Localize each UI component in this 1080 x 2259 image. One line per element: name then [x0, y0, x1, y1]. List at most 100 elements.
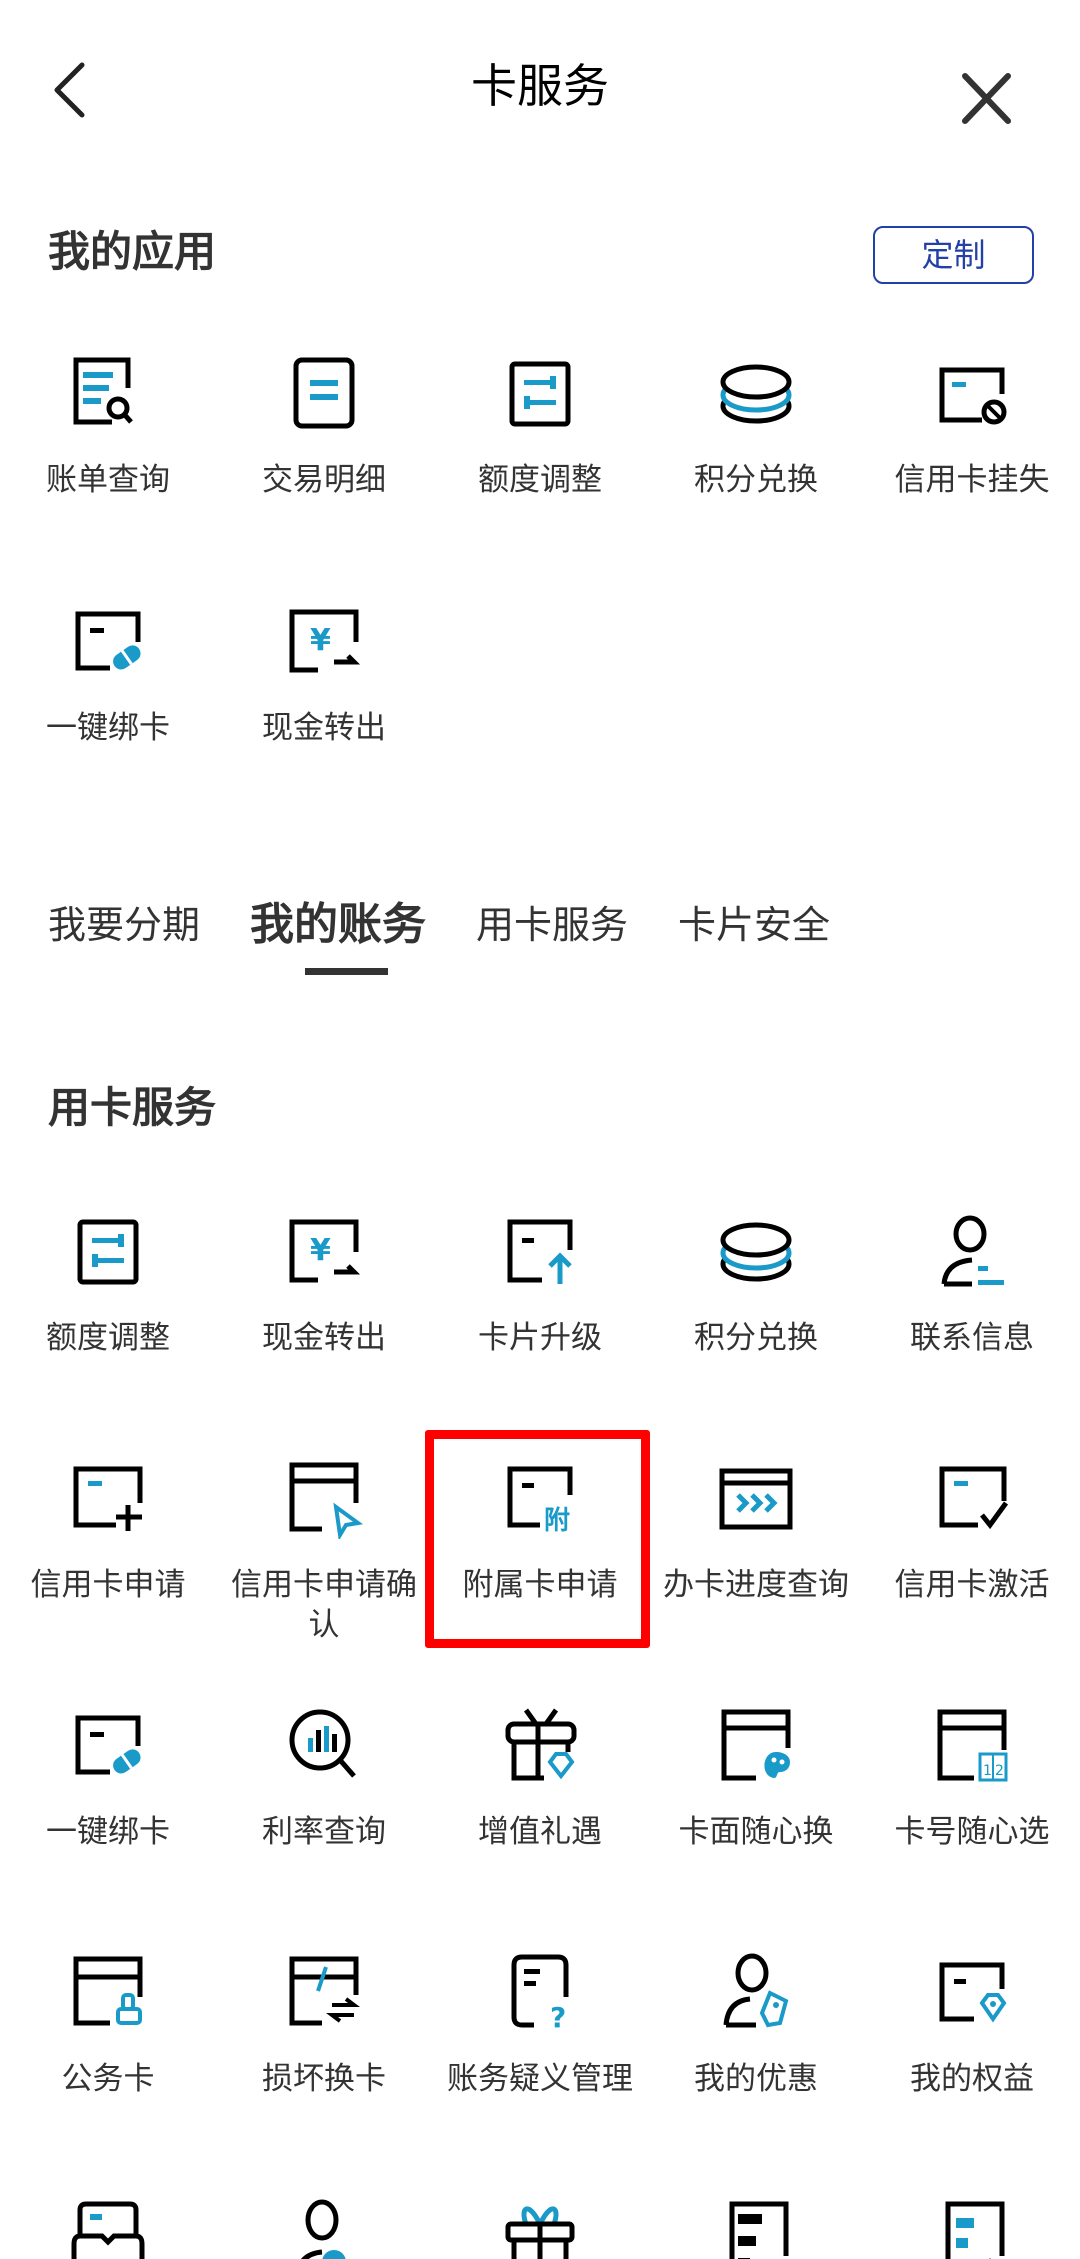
interest-rate-search-icon	[282, 1702, 366, 1786]
tab-installments[interactable]: 我要分期	[48, 903, 201, 947]
service-label: 积分兑换	[694, 1320, 818, 1356]
service-value-added-gift[interactable]: 增值礼遇	[432, 1702, 648, 1949]
app-label: 账单查询	[46, 462, 170, 498]
service-supplementary-card[interactable]: 附 附属卡申请	[432, 1455, 648, 1702]
service-damaged-card-replace[interactable]: 损坏换卡	[216, 1949, 432, 2196]
service-points-exchange[interactable]: 积分兑换	[648, 1208, 864, 1455]
app-card-bind[interactable]: 一键绑卡	[0, 598, 216, 846]
app-transaction-detail[interactable]: 交易明细	[216, 350, 432, 598]
svg-text:¥: ¥	[310, 623, 331, 658]
service-label: 利率查询	[262, 1814, 386, 1850]
service-label: 我的优惠	[694, 2061, 818, 2097]
service-card-activate[interactable]: 信用卡激活	[864, 1455, 1080, 1702]
my-apps-title: 我的应用	[48, 227, 217, 276]
transaction-detail-icon	[282, 350, 366, 434]
service-limit-adjust[interactable]: 额度调整	[0, 1208, 216, 1455]
close-icon	[962, 73, 1011, 124]
app-label: 交易明细	[262, 462, 386, 498]
service-label: 增值礼遇	[478, 1814, 602, 1850]
card-upgrade-icon	[498, 1208, 582, 1292]
close-button[interactable]	[952, 66, 1022, 132]
tab-my-account[interactable]: 我的账务	[250, 899, 427, 950]
service-my-discounts[interactable]: 我的优惠	[648, 1949, 864, 2196]
chevron-left-icon	[54, 62, 85, 118]
service-my-benefits[interactable]: 我的权益	[864, 1949, 1080, 2196]
card-bind-icon	[66, 1702, 150, 1786]
limit-adjust-icon	[66, 1208, 150, 1292]
page-title: 卡服务	[471, 59, 609, 113]
svg-text:1: 1	[983, 1763, 992, 1779]
my-apps-header: 我的应用 定制	[48, 222, 1038, 292]
service-label: 账务疑义管理	[447, 2061, 633, 2097]
service-label: 信用卡申请	[30, 1567, 186, 1603]
customize-button[interactable]: 定制	[873, 226, 1034, 284]
service-card-message[interactable]	[0, 2196, 216, 2259]
app-label: 现金转出	[262, 710, 386, 746]
contact-info-icon	[930, 1208, 1014, 1292]
service-card-apply[interactable]: 信用卡申请	[0, 1455, 216, 1702]
service-label: 办卡进度查询	[663, 1567, 849, 1603]
my-discounts-icon	[714, 1949, 798, 2033]
limit-adjust-icon	[498, 350, 582, 434]
damaged-card-replace-icon	[282, 1949, 366, 2033]
service-card-apply-confirm[interactable]: 信用卡申请确认	[216, 1455, 432, 1702]
official-card-icon	[66, 1949, 150, 2033]
tab-card-security[interactable]: 卡片安全	[678, 903, 831, 947]
service-label: 公务卡	[61, 2061, 155, 2097]
service-gift[interactable]	[432, 2196, 648, 2259]
service-label: 现金转出	[262, 1320, 386, 1356]
service-label: 卡面随心换	[678, 1814, 834, 1850]
billing-dispute-icon: ?	[498, 1949, 582, 2033]
document-edit-icon	[714, 2196, 798, 2259]
service-document-upload[interactable]	[864, 2196, 1080, 2259]
app-limit-adjust[interactable]: 额度调整	[432, 350, 648, 598]
cash-transfer-icon: ¥	[282, 1208, 366, 1292]
service-label: 联系信息	[910, 1320, 1034, 1356]
svg-text:¥: ¥	[310, 1233, 331, 1268]
card-bind-icon	[66, 598, 150, 682]
service-label: 卡号随心选	[894, 1814, 1050, 1850]
app-label: 信用卡挂失	[894, 462, 1050, 498]
app-label: 额度调整	[478, 462, 602, 498]
service-billing-dispute[interactable]: ? 账务疑义管理	[432, 1949, 648, 2196]
nav-bar: 卡服务	[0, 0, 1080, 170]
gift-icon	[498, 2196, 582, 2259]
service-interest-rate[interactable]: 利率查询	[216, 1702, 432, 1949]
card-services-title: 用卡服务	[48, 1083, 217, 1132]
service-card-upgrade[interactable]: 卡片升级	[432, 1208, 648, 1455]
service-user-dot[interactable]	[216, 2196, 432, 2259]
my-benefits-icon	[930, 1949, 1014, 2033]
service-label: 一键绑卡	[46, 1814, 170, 1850]
tab-card-services[interactable]: 用卡服务	[476, 903, 629, 947]
service-official-card[interactable]: 公务卡	[0, 1949, 216, 2196]
service-application-progress[interactable]: 办卡进度查询	[648, 1455, 864, 1702]
back-button[interactable]	[40, 55, 100, 125]
service-label: 附属卡申请	[462, 1567, 618, 1603]
service-card-bind[interactable]: 一键绑卡	[0, 1702, 216, 1949]
service-label: 额度调整	[46, 1320, 170, 1356]
app-bill-search[interactable]: 账单查询	[0, 350, 216, 598]
service-document-edit[interactable]	[648, 2196, 864, 2259]
card-activate-icon	[930, 1455, 1014, 1539]
card-report-loss-icon	[930, 350, 1014, 434]
service-label: 我的权益	[910, 2061, 1034, 2097]
active-tab-indicator	[305, 968, 388, 975]
app-points-exchange[interactable]: 积分兑换	[648, 350, 864, 598]
app-label: 积分兑换	[694, 462, 818, 498]
app-cash-transfer[interactable]: ¥ 现金转出	[216, 598, 432, 846]
service-contact-info[interactable]: 联系信息	[864, 1208, 1080, 1455]
bill-search-icon	[66, 350, 150, 434]
svg-text:附: 附	[544, 1506, 570, 1536]
service-label: 卡片升级	[478, 1320, 602, 1356]
category-tabs: 我要分期 我的账务 用卡服务 卡片安全	[48, 895, 880, 985]
points-exchange-icon	[714, 1208, 798, 1292]
card-face-change-icon	[714, 1702, 798, 1786]
service-label: 损坏换卡	[262, 2061, 386, 2097]
app-card-report-loss[interactable]: 信用卡挂失	[864, 350, 1080, 598]
service-card-face-change[interactable]: 卡面随心换	[648, 1702, 864, 1949]
points-exchange-icon	[714, 350, 798, 434]
card-message-icon	[66, 2196, 150, 2259]
service-cash-transfer[interactable]: ¥ 现金转出	[216, 1208, 432, 1455]
document-upload-icon	[930, 2196, 1014, 2259]
